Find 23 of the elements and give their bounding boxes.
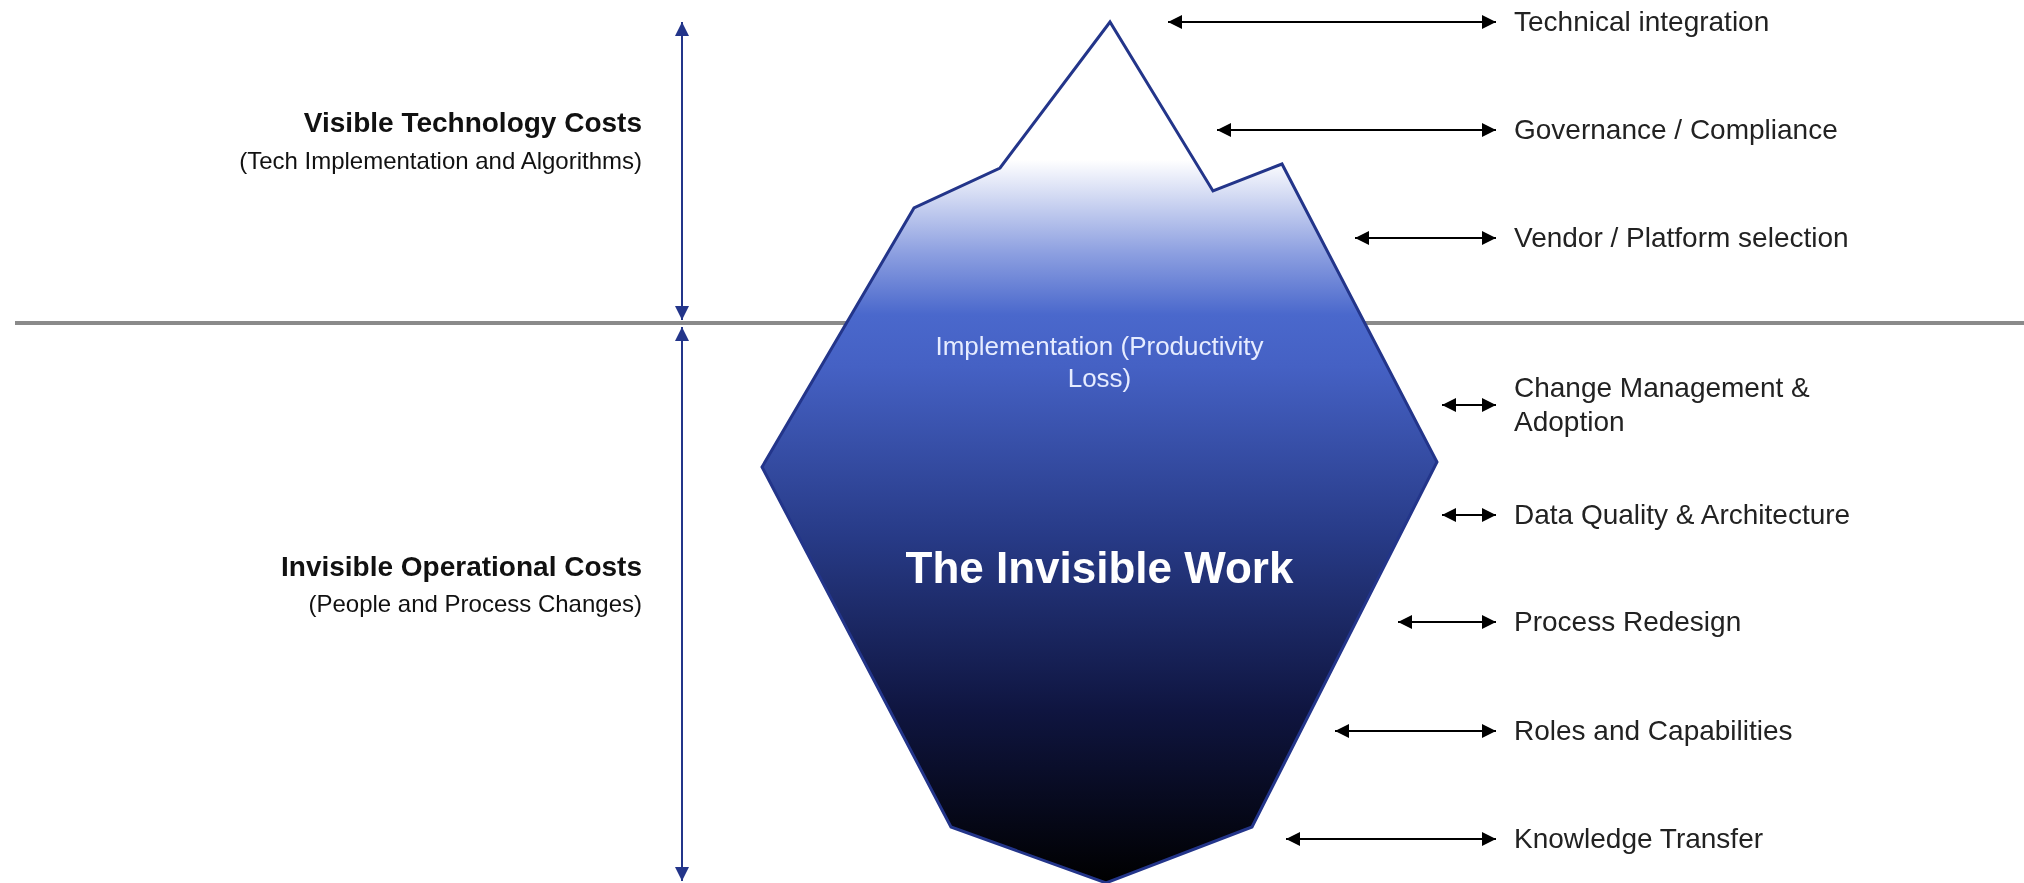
double-arrow (1167, 15, 1497, 29)
double-arrow (1441, 508, 1497, 522)
section-heading: Visible Technology Costs (303, 107, 642, 140)
cost-item-label: Knowledge Transfer (1514, 822, 1984, 856)
iceberg (762, 22, 1437, 883)
double-arrow (1441, 398, 1497, 412)
cost-item-label: Change Management & Adoption (1514, 371, 1894, 439)
double-arrow (1397, 615, 1497, 629)
section-subheading: (Tech Implementation and Algorithms) (239, 146, 642, 175)
cost-item-label: Data Quality & Architecture (1514, 498, 1984, 532)
double-arrow (1354, 231, 1497, 245)
cost-item-label: Roles and Capabilities (1514, 714, 1984, 748)
double-arrow (1216, 123, 1497, 137)
cost-item-label: Process Redesign (1514, 605, 1984, 639)
section-subheading: (People and Process Changes) (308, 589, 642, 618)
double-arrow (1334, 724, 1497, 738)
cost-item-label: Vendor / Platform selection (1514, 221, 1984, 255)
cost-item-label: Technical integration (1514, 5, 1984, 39)
iceberg-title: The Invisible Work (904, 541, 1295, 594)
iceberg-caption: Implementation (Productivity Loss) (934, 331, 1265, 394)
cost-item-label: Governance / Compliance (1514, 113, 1984, 147)
section-heading: Invisible Operational Costs (281, 551, 642, 584)
double-arrow (1285, 832, 1497, 846)
